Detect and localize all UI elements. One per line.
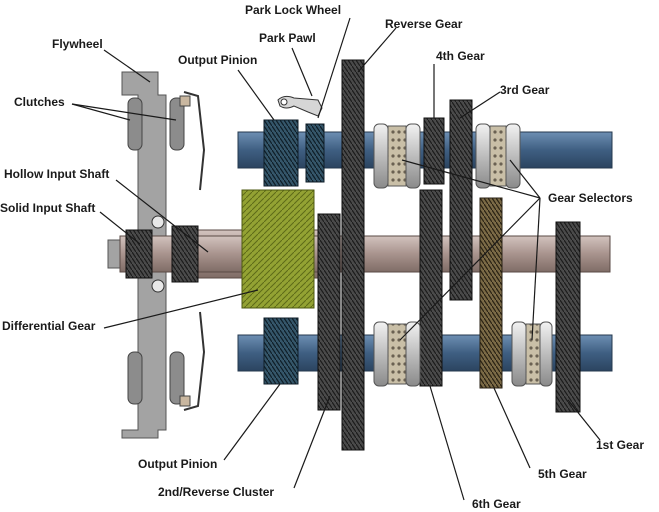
third-gear-upper xyxy=(449,99,473,301)
leader-lines xyxy=(71,17,601,501)
label-clutches: Clutches xyxy=(14,95,65,109)
label-second-reverse-cluster: 2nd/Reverse Cluster xyxy=(158,485,274,499)
label-solid-input-shaft: Solid Input Shaft xyxy=(0,201,95,215)
gear-selectors-upper xyxy=(373,123,521,189)
fourth-gear-upper xyxy=(423,117,445,185)
differential-gear xyxy=(241,189,315,309)
label-output-pinion-bottom: Output Pinion xyxy=(138,457,217,471)
release-bearings xyxy=(151,215,165,293)
output-pinion-bottom xyxy=(263,317,299,385)
output-pinion-top xyxy=(263,119,299,187)
label-park-pawl: Park Pawl xyxy=(259,31,316,45)
label-gear-selectors: Gear Selectors xyxy=(548,191,633,205)
label-first-gear: 1st Gear xyxy=(596,438,644,452)
second-reverse-cluster xyxy=(317,213,341,411)
label-fifth-gear: 5th Gear xyxy=(538,467,587,481)
label-differential-gear: Differential Gear xyxy=(2,319,96,333)
label-flywheel: Flywheel xyxy=(52,37,103,51)
label-sixth-gear: 6th Gear xyxy=(472,497,521,511)
label-output-pinion-top: Output Pinion xyxy=(178,53,257,67)
fifth-gear xyxy=(479,197,503,389)
first-gear xyxy=(555,221,581,413)
label-hollow-input-shaft: Hollow Input Shaft xyxy=(4,167,109,181)
clutch-assembly-top xyxy=(127,91,206,191)
park-pawl xyxy=(277,95,323,117)
label-reverse-gear: Reverse Gear xyxy=(385,17,463,31)
clutch-assembly-bottom xyxy=(127,311,206,411)
input-gear-right xyxy=(171,225,199,283)
reverse-gear xyxy=(341,59,365,451)
solid-input-shaft xyxy=(119,235,611,273)
input-gear-left xyxy=(125,229,153,279)
label-fourth-gear: 4th Gear xyxy=(436,49,485,63)
label-park-lock-wheel: Park Lock Wheel xyxy=(245,3,341,17)
park-lock-wheel xyxy=(305,123,325,183)
sixth-gear xyxy=(419,189,443,387)
label-third-gear: 3rd Gear xyxy=(500,83,550,97)
